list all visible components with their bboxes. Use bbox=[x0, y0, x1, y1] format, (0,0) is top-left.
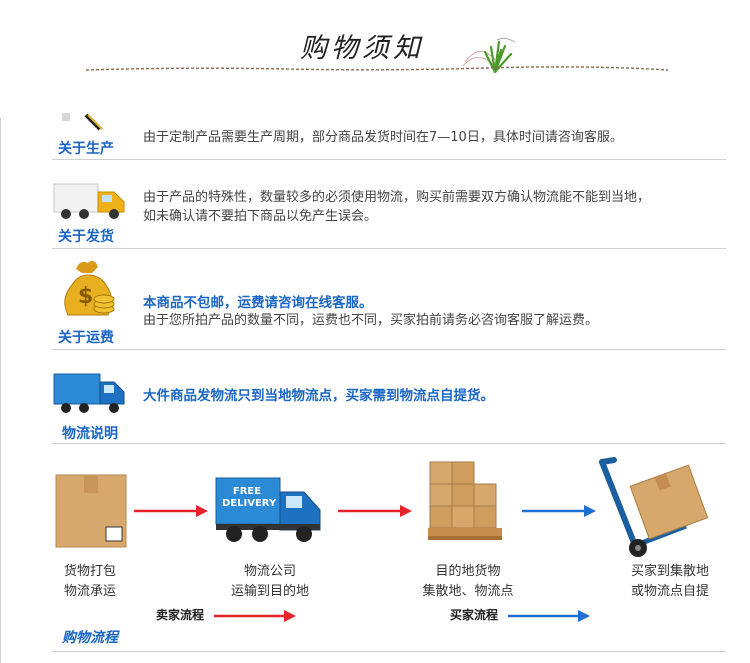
section-text-production: 由于定制产品需要生产周期，部分商品发货时间在7—10日，具体时间请咨询客服。 bbox=[143, 130, 623, 145]
flow-step-3-caption: 目的地货物 集散地、物流点 bbox=[416, 562, 520, 602]
buyer-flow-arrow-icon bbox=[508, 610, 590, 622]
divider bbox=[52, 159, 726, 160]
flow-step-3-line2: 集散地、物流点 bbox=[422, 584, 514, 599]
flow-step-1-line2: 物流承运 bbox=[63, 584, 116, 599]
flow-step-4-line2: 或物流点自提 bbox=[630, 584, 709, 599]
flow-step-4-caption: 买家到集散地 或物流点自提 bbox=[618, 562, 722, 602]
section-label-logistics: 物流说明 bbox=[62, 426, 118, 442]
section-highlight-logistics: 大件商品发物流只到当地物流点，买家需到物流点自提货。 bbox=[143, 388, 494, 404]
blue-arrow-icon bbox=[522, 505, 596, 517]
buyer-flow-label: 买家流程 bbox=[450, 608, 499, 622]
grass-decoration-icon bbox=[462, 37, 516, 74]
header-divider bbox=[86, 66, 668, 71]
hand-truck-icon bbox=[596, 456, 718, 560]
section-highlight-shipping-fee: 本商品不包邮，运费请咨询在线客服。 bbox=[143, 295, 373, 311]
seller-flow-label: 卖家流程 bbox=[156, 608, 205, 622]
truck-text: FREE DELIVERY bbox=[222, 486, 277, 510]
delivery-truck-icon bbox=[52, 180, 130, 222]
svg-text:$: $ bbox=[78, 284, 93, 309]
seller-flow-arrow-icon bbox=[214, 610, 296, 622]
flow-step-3-line1: 目的地货物 bbox=[435, 564, 501, 579]
flow-step-2-line2: 运输到目的地 bbox=[230, 584, 309, 599]
stacked-boxes-icon bbox=[424, 460, 510, 552]
free-delivery-truck-icon bbox=[214, 474, 326, 548]
flow-step-2-caption: 物流公司 运输到目的地 bbox=[222, 562, 318, 602]
flow-step-1-caption: 货物打包 物流承运 bbox=[50, 562, 130, 602]
divider bbox=[52, 443, 726, 444]
section-label-shipping-fee: 关于运费 bbox=[58, 330, 114, 346]
section-text-delivery-2: 如未确认请不要拍下商品以免产生误会。 bbox=[143, 209, 378, 224]
section-text-shipping-fee: 由于您所拍产品的数量不同，运费也不同，买家拍前请务必咨询客服了解运费。 bbox=[143, 313, 599, 328]
flow-step-4-line1: 买家到集散地 bbox=[630, 564, 709, 579]
divider bbox=[52, 651, 726, 652]
flow-step-1-line1: 货物打包 bbox=[63, 564, 116, 579]
left-border bbox=[0, 118, 1, 663]
page-title: 购物须知 bbox=[300, 33, 424, 64]
section-label-production: 关于生产 bbox=[58, 141, 114, 157]
truck-text-delivery: DELIVERY bbox=[222, 498, 277, 509]
red-arrow-icon bbox=[134, 505, 208, 517]
shopping-flow-label: 购物流程 bbox=[62, 630, 118, 646]
flow-step-2-line1: 物流公司 bbox=[243, 564, 296, 579]
package-box-icon bbox=[54, 473, 128, 549]
production-icon bbox=[58, 113, 118, 137]
divider bbox=[52, 248, 726, 249]
divider bbox=[52, 349, 726, 350]
section-text-delivery-1: 由于产品的特殊性，数量较多的必须使用物流，购买前需要双方确认物流能不能到当地， bbox=[143, 190, 651, 205]
money-bag-icon: $ bbox=[58, 255, 120, 321]
logistics-truck-icon bbox=[52, 368, 126, 418]
red-arrow-icon bbox=[338, 505, 412, 517]
section-label-delivery: 关于发货 bbox=[58, 229, 114, 245]
truck-text-free: FREE bbox=[232, 486, 262, 497]
